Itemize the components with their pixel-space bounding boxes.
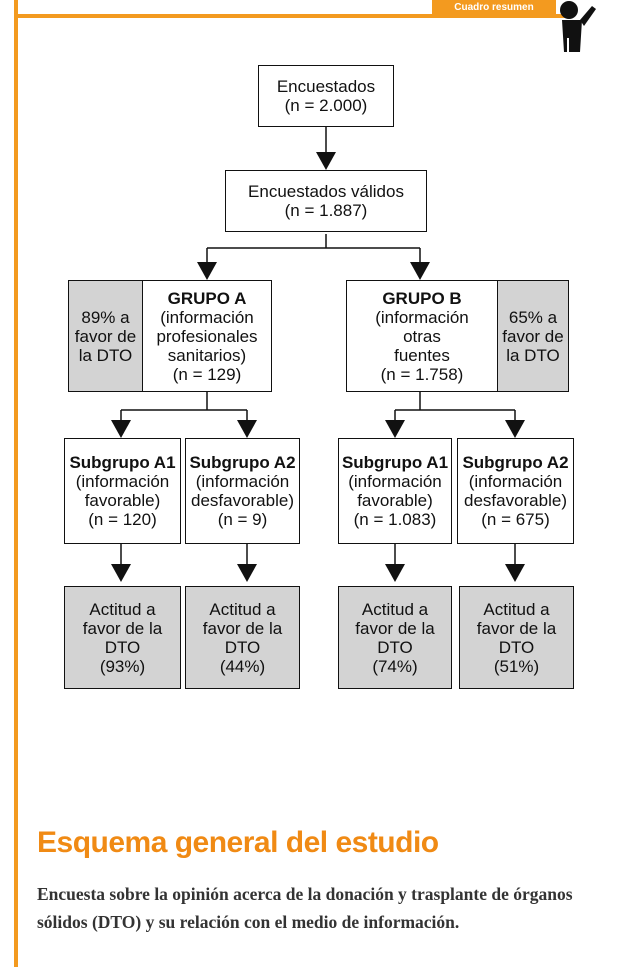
arrowhead xyxy=(197,262,217,280)
result-line: DTO xyxy=(498,637,535,657)
result-line: DTO xyxy=(377,637,413,657)
subgroup-line: desfavorable) xyxy=(463,491,567,510)
group-b-title: GRUPO B xyxy=(382,288,462,308)
diagram-heading: Esquema general del estudio xyxy=(37,826,439,859)
subgroup-count: (n = 9) xyxy=(217,510,268,529)
group-a-line: sanitarios) xyxy=(167,345,247,365)
subgroup-line: (información xyxy=(195,472,290,491)
arrowhead xyxy=(111,420,131,438)
subgroup-line: (información xyxy=(75,472,170,491)
subgroup-line: favorable) xyxy=(357,491,433,510)
group-a-subgroup-2-box: Subgrupo A2 (información desfavorable) (… xyxy=(185,438,300,544)
subgroup-line: (información xyxy=(468,472,563,491)
arrowhead xyxy=(505,564,525,582)
group-a-favor-note: 89% a favor de la DTO xyxy=(68,280,143,392)
result-line: DTO xyxy=(104,637,141,657)
group-b-favor-note: 65% a favor de la DTO xyxy=(497,280,569,392)
subgroup-title: Subgrupo A2 xyxy=(462,453,569,472)
subgroup-line: (información xyxy=(348,472,442,491)
subgroup-line: desfavorable) xyxy=(190,491,294,510)
group-b-line: fuentes xyxy=(394,345,450,365)
summary-tab: Cuadro resumen xyxy=(432,0,556,15)
group-b-count: (n = 1.758) xyxy=(380,364,464,384)
group-a-note-line: la DTO xyxy=(78,345,133,365)
subgroup-title: Subgrupo A2 xyxy=(189,453,296,472)
group-b-line: otras xyxy=(403,326,441,346)
respondents-box: Encuestados (n = 2.000) xyxy=(258,65,394,127)
arrowhead xyxy=(237,564,257,582)
result-line: favor de la xyxy=(476,618,557,638)
group-a-subgroup-2-result: Actitud a favor de la DTO (44%) xyxy=(185,586,300,689)
group-a-note-line: 89% a xyxy=(81,307,130,327)
group-b-subgroup-2-box: Subgrupo A2 (información desfavorable) (… xyxy=(457,438,574,544)
arrowhead xyxy=(111,564,131,582)
valid-respondents-box: Encuestados válidos (n = 1.887) xyxy=(225,170,427,232)
respondents-label: Encuestados xyxy=(276,77,376,96)
group-b-box: GRUPO B (información otras fuentes (n = … xyxy=(346,280,498,392)
subgroup-count: (n = 675) xyxy=(481,510,550,529)
group-b-note-line: favor de xyxy=(502,326,564,346)
arrowhead xyxy=(385,420,405,438)
group-a-line: (información xyxy=(160,307,254,327)
subgroup-title: Subgrupo A1 xyxy=(341,453,449,472)
result-line: Actitud a xyxy=(209,599,276,619)
group-a-count: (n = 129) xyxy=(172,364,242,384)
subgroup-count: (n = 1.083) xyxy=(353,510,437,529)
respondents-count: (n = 2.000) xyxy=(284,96,368,115)
arrowhead xyxy=(237,420,257,438)
arrowhead xyxy=(505,420,525,438)
result-line: Actitud a xyxy=(483,599,550,619)
arrowhead xyxy=(385,564,405,582)
frame-top-border xyxy=(14,14,567,18)
group-a-line: profesionales xyxy=(156,326,258,346)
result-percent: (51%) xyxy=(493,656,540,676)
group-a-title: GRUPO A xyxy=(167,288,247,308)
result-line: favor de la xyxy=(82,618,163,638)
result-percent: (74%) xyxy=(372,656,418,676)
valid-respondents-count: (n = 1.887) xyxy=(284,201,368,220)
diagram-caption: Encuesta sobre la opinión acerca de la d… xyxy=(37,884,573,932)
group-b-subgroup-2-result: Actitud a favor de la DTO (51%) xyxy=(459,586,574,689)
group-b-line: (información xyxy=(375,307,469,327)
result-percent: (44%) xyxy=(219,656,266,676)
result-percent: (93%) xyxy=(99,656,146,676)
group-b-subgroup-1-result: Actitud a favor de la DTO (74%) xyxy=(338,586,452,689)
group-b-subgroup-1-box: Subgrupo A1 (información favorable) (n =… xyxy=(338,438,452,544)
result-line: DTO xyxy=(224,637,261,657)
group-a-note-line: favor de xyxy=(74,326,137,346)
result-line: favor de la xyxy=(202,618,283,638)
result-line: Actitud a xyxy=(361,599,429,619)
result-line: favor de la xyxy=(355,618,435,638)
subgroup-count: (n = 120) xyxy=(88,510,157,529)
group-a-subgroup-1-box: Subgrupo A1 (información favorable) (n =… xyxy=(64,438,181,544)
result-line: Actitud a xyxy=(89,599,156,619)
arrowhead xyxy=(410,262,430,280)
group-b-note-line: 65% a xyxy=(508,307,558,327)
person-figure-icon xyxy=(560,1,596,52)
subgroup-title: Subgrupo A1 xyxy=(69,453,176,472)
subgroup-line: favorable) xyxy=(84,491,161,510)
frame-left-border xyxy=(14,0,18,967)
group-a-subgroup-1-result: Actitud a favor de la DTO (93%) xyxy=(64,586,181,689)
arrowhead xyxy=(316,152,336,170)
valid-respondents-label: Encuestados válidos xyxy=(248,182,404,201)
group-a-box: GRUPO A (información profesionales sanit… xyxy=(142,280,272,392)
group-b-note-line: la DTO xyxy=(506,345,560,365)
